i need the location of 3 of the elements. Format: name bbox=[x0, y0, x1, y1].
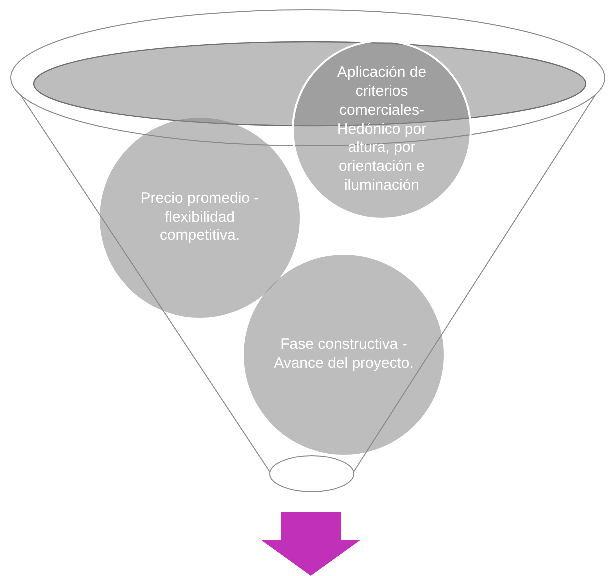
circle-label: Precio promedio - flexibilidad competitiva. bbox=[140, 190, 260, 246]
circle-label: Aplicación de criterios comerciales- Hedónico por altura, por orientación e iluminación bbox=[336, 64, 428, 196]
circle-label: Fase constructiva - Avance del proyecto. bbox=[273, 336, 415, 374]
